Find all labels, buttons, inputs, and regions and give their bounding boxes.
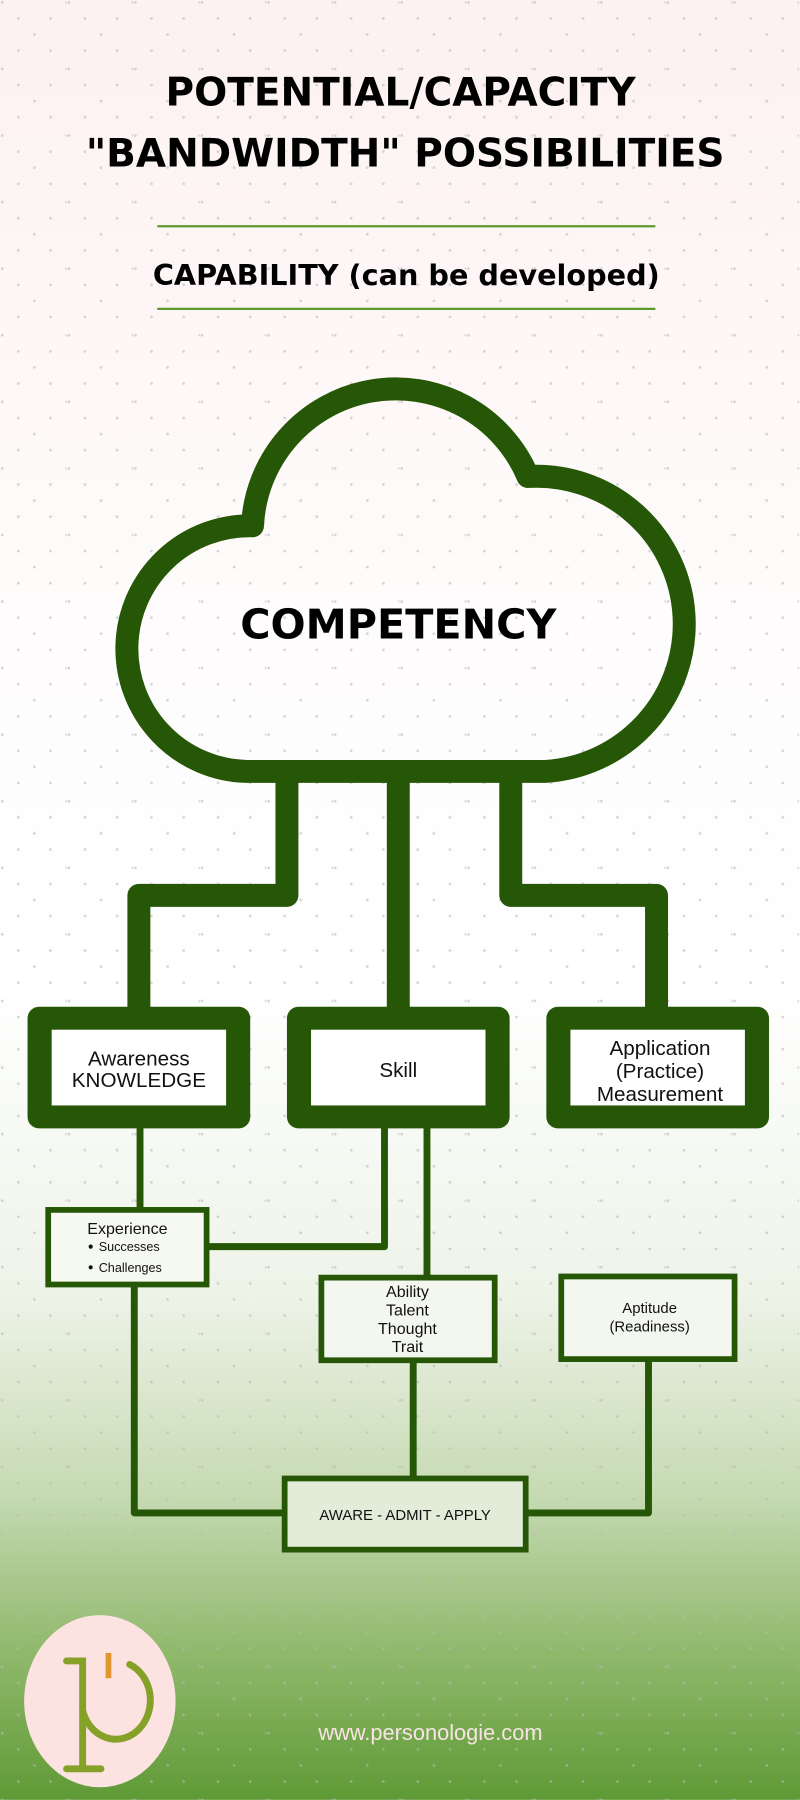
logo-p-bowl xyxy=(79,1660,154,1743)
application-line-1: Application xyxy=(609,1037,710,1060)
skill-box: Skill xyxy=(286,1006,510,1129)
cloud-shape xyxy=(115,377,696,783)
application-box: Application (Practice) Measurement xyxy=(546,1006,770,1129)
ability-line-4: Trait xyxy=(392,1338,424,1356)
experience-box: Experience Successes Challenges xyxy=(45,1207,210,1288)
logo-orange-tick xyxy=(105,1652,112,1679)
connector-cloud-knowledge xyxy=(127,769,299,1022)
ability-line-1: Ability xyxy=(386,1283,429,1301)
subtitle: CAPABILITY (can be developed) xyxy=(153,258,660,292)
ability-line-2: Talent xyxy=(386,1301,429,1319)
logo-p-stem xyxy=(63,1657,105,1773)
experience-title: Experience xyxy=(87,1220,167,1238)
ability-box: Ability Talent Thought Trait xyxy=(318,1274,498,1364)
experience-bullet-2: Challenges xyxy=(99,1261,162,1275)
aptitude-box: Aptitude (Readiness) xyxy=(558,1273,738,1362)
connector-experience-result xyxy=(130,1282,289,1517)
website-link[interactable]: www.personologie.com xyxy=(317,1720,542,1745)
bullet-icon xyxy=(88,1265,93,1270)
ability-line-3: Thought xyxy=(378,1320,437,1338)
aptitude-line-1: Aptitude xyxy=(622,1300,677,1317)
aptitude-line-2: (Readiness) xyxy=(609,1319,689,1336)
knowledge-box: Awareness KNOWLEDGE xyxy=(27,1006,251,1129)
connector-skill-experience xyxy=(203,1124,388,1251)
result-box: AWARE - ADMIT - APPLY xyxy=(281,1475,529,1553)
knowledge-line-2: KNOWLEDGE xyxy=(72,1069,206,1092)
experience-bullet-1: Successes xyxy=(99,1240,160,1254)
skill-label: Skill xyxy=(379,1059,417,1082)
cloud-label: COMPETENCY xyxy=(240,600,557,648)
connector-aptitude-result xyxy=(522,1355,652,1517)
application-line-2: (Practice) xyxy=(616,1060,704,1083)
personologie-logo xyxy=(24,1615,176,1788)
result-label: AWARE - ADMIT - APPLY xyxy=(319,1507,491,1524)
bullet-icon xyxy=(88,1244,93,1249)
application-line-3: Measurement xyxy=(597,1083,723,1106)
title-line-2: "BANDWIDTH" POSSIBILITIES xyxy=(86,132,725,177)
knowledge-line-1: Awareness xyxy=(88,1047,190,1070)
connector-cloud-application xyxy=(499,769,669,1022)
title-line-1: POTENTIAL/CAPACITY xyxy=(165,71,636,116)
